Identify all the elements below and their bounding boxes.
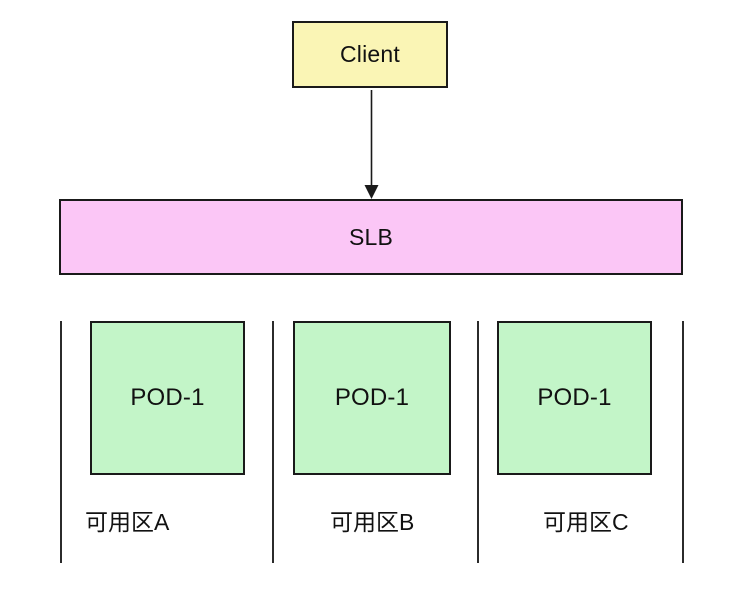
zone-a-pod-label: POD-1: [130, 384, 205, 411]
zone-a: POD-1 可用区A: [60, 321, 272, 563]
client-to-slb-arrow: [364, 90, 379, 199]
zone-b-pod-node: POD-1: [293, 321, 451, 475]
zone-boundary-line-1: [60, 321, 62, 563]
slb-label: SLB: [348, 223, 394, 250]
zone-boundary-line-4: [682, 321, 684, 563]
zone-boundary-line-3: [477, 321, 479, 563]
zone-b-label: 可用区B: [330, 509, 415, 535]
zone-a-label: 可用区A: [85, 509, 170, 535]
zone-b-pod-label: POD-1: [334, 384, 410, 411]
slb-node: SLB: [59, 199, 683, 275]
client-label: Client: [339, 41, 400, 67]
zone-c-label: 可用区C: [543, 509, 629, 535]
zone-c-pod-node: POD-1: [497, 321, 652, 475]
arrowhead-down-icon: [364, 185, 379, 199]
zone-boundary-line-2: [272, 321, 274, 563]
zone-c-pod-label: POD-1: [537, 384, 612, 411]
client-node: Client: [292, 21, 448, 88]
zone-b: POD-1 可用区B: [272, 321, 477, 563]
zone-a-pod-node: POD-1: [90, 321, 245, 475]
zone-c: POD-1 可用区C: [477, 321, 684, 563]
